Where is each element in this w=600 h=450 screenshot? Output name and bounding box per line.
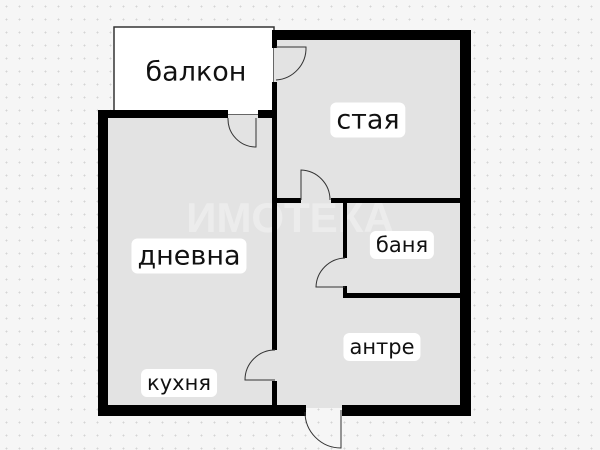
room-label-kitchen: кухня bbox=[141, 369, 217, 397]
bedroom-door bbox=[300, 169, 331, 201]
walls bbox=[98, 30, 471, 416]
doors bbox=[227, 46, 346, 449]
entrance-door bbox=[304, 410, 342, 449]
room-label-bedroom: стая bbox=[330, 102, 406, 138]
kitchen-door bbox=[244, 349, 276, 381]
bathroom-door bbox=[315, 257, 346, 288]
room-label-hallway: антре bbox=[343, 333, 421, 361]
room-label-bathroom: баня bbox=[369, 231, 435, 259]
room-label-living: дневна bbox=[131, 238, 247, 274]
room-label-balcony: балкон bbox=[145, 56, 247, 88]
balcony-floor bbox=[113, 26, 275, 116]
balcony-door bbox=[275, 46, 307, 81]
living-balcony-door bbox=[227, 117, 257, 148]
